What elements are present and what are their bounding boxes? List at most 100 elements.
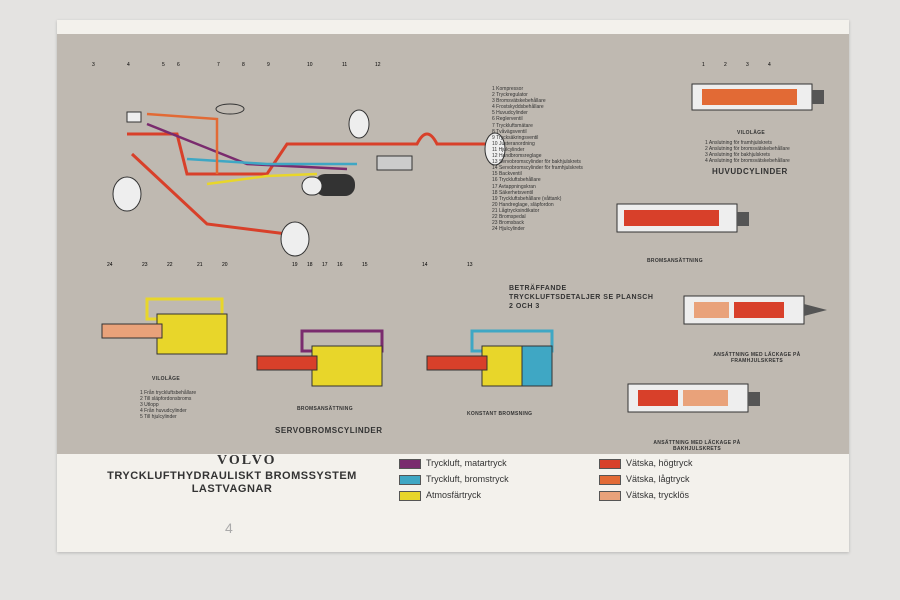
component-list-item: 4 Frostskyddsbehållare bbox=[492, 104, 544, 111]
brake-system-schematic bbox=[112, 103, 506, 257]
component-list-item: 24 Hjulcylinder bbox=[492, 226, 525, 233]
component-list-item: 16 Tryckluftsbehållare bbox=[492, 177, 541, 184]
callout-number: 6 bbox=[177, 62, 180, 68]
title-line-1: TRYCKLUFTHYDRAULISKT BROMSSYSTEM bbox=[107, 470, 357, 482]
pneumatic-note: BETRÄFFANDE TRYCKLUFTSDETALJER SE PLANSC… bbox=[509, 285, 654, 310]
legend-swatch bbox=[399, 458, 421, 469]
callout-number: 18 bbox=[307, 262, 313, 268]
callout-number: 19 bbox=[292, 262, 298, 268]
legend-swatch bbox=[399, 474, 421, 485]
component-list-item: 10 Justeranordning bbox=[492, 140, 535, 147]
legend-swatch bbox=[599, 490, 621, 501]
leak-front-caption: ANSÄTTNING MED LÄCKAGE PÅ FRAMHJULSKRETS bbox=[713, 352, 801, 364]
legend-item: Vätska, lågtryck bbox=[599, 474, 693, 490]
callout-number: 8 bbox=[242, 62, 245, 68]
port-list-item: 2 Anslutning för bromsvätskebehållare bbox=[705, 146, 790, 153]
port-list-item: 4 Anslutning för bromsvätskebehållare bbox=[705, 158, 790, 165]
legend-item: Atmosfärtryck bbox=[399, 490, 509, 506]
bromsansattning-drawing bbox=[616, 203, 749, 233]
servo-list-item: 4 Från huvudcylinder bbox=[140, 408, 187, 415]
callout-number: 9 bbox=[267, 62, 270, 68]
title-line-2: LASTVAGNAR bbox=[191, 483, 273, 495]
callout-number: 14 bbox=[422, 262, 428, 268]
port-number: 2 bbox=[724, 62, 727, 68]
callout-number: 7 bbox=[217, 62, 220, 68]
callout-number: 22 bbox=[167, 262, 173, 268]
component-list-item: 18 Säkerhetsventil bbox=[492, 189, 534, 196]
leak-rear-caption: ANSÄTTNING MED LÄCKAGE PÅ BAKHJULSKRETS bbox=[653, 440, 741, 452]
legend-label: Vätska, lågtryck bbox=[626, 474, 690, 484]
callout-number: 13 bbox=[467, 262, 473, 268]
component-list-item: 2 Tryckregulator bbox=[492, 92, 528, 99]
servo-vilolage-drawing bbox=[101, 297, 228, 355]
legend-swatch bbox=[399, 490, 421, 501]
legend-item: Vätska, trycklös bbox=[599, 490, 693, 506]
component-list-item: 9 Trycksäkringsventil bbox=[492, 134, 539, 141]
huvudcylinder-vilolage-drawing bbox=[691, 83, 824, 111]
volvo-logo: VOLVO bbox=[217, 453, 277, 468]
component-list-item: 5 Huvudcylinder bbox=[492, 110, 528, 117]
port-list-item: 3 Anslutning för bakhjulskrets bbox=[705, 152, 771, 159]
callout-number: 15 bbox=[362, 262, 368, 268]
component-list-item: 22 Bromspedal bbox=[492, 213, 526, 220]
port-number: 1 bbox=[702, 62, 705, 68]
callout-number: 12 bbox=[375, 62, 381, 68]
servo-list-item: 5 Till hjulcylinder bbox=[140, 414, 177, 421]
legend-label: Vätska, trycklös bbox=[626, 490, 690, 500]
servo-list-item: 3 Utlopp bbox=[140, 402, 159, 409]
servo-bromsansattning-caption: BROMSANSÄTTNING bbox=[297, 406, 353, 412]
konstant-bromsning-drawing bbox=[426, 329, 554, 387]
callout-number: 20 bbox=[222, 262, 228, 268]
component-list-item: 23 Bromsback bbox=[492, 220, 524, 227]
legend-label: Vätska, högtryck bbox=[626, 458, 693, 468]
component-list-item: 8 Tvåvägsventil bbox=[492, 128, 527, 135]
callout-number: 17 bbox=[322, 262, 328, 268]
component-list-item: 1 Kompressor bbox=[492, 86, 524, 92]
component-list-item: 14 Servobromscylinder för framhjulskrets bbox=[492, 165, 583, 172]
component-list-item: 3 Bromsvätskebehållare bbox=[492, 98, 546, 105]
leak-front-drawing bbox=[683, 295, 827, 325]
callout-number: 23 bbox=[142, 262, 148, 268]
component-list-item: 21 Lågtrycksindikator bbox=[492, 207, 540, 214]
port-list-item: 1 Anslutning för framhjulskrets bbox=[705, 140, 772, 146]
legend-item: Tryckluft, matartryck bbox=[399, 458, 509, 474]
servo-list-item: 1 Från tryckluftsbehållare bbox=[140, 390, 197, 396]
legend-label: Tryckluft, bromstryck bbox=[426, 474, 509, 484]
component-list-item: 20 Handreglage, släpfordon bbox=[492, 201, 554, 208]
legend-item: Vätska, högtryck bbox=[599, 458, 693, 474]
component-list-item: 7 Tryckluftsmätare bbox=[492, 122, 533, 129]
legend-swatch bbox=[599, 458, 621, 469]
legend-swatch bbox=[599, 474, 621, 485]
servo-list-item: 2 Till släpfordonsbroms bbox=[140, 396, 192, 403]
huvudcylinder-title: HUVUDCYLINDER bbox=[712, 167, 788, 176]
plate-number: 4 bbox=[225, 520, 233, 536]
callout-number: 21 bbox=[197, 262, 203, 268]
component-list-item: 6 Reglerventil bbox=[492, 116, 523, 123]
port-number: 4 bbox=[768, 62, 771, 68]
component-list-item: 19 Tryckluftsbehållare (våttank) bbox=[492, 195, 562, 202]
callout-number: 16 bbox=[337, 262, 343, 268]
servo-vilolage-caption: VILOLÄGE bbox=[152, 376, 180, 382]
legend-item: Tryckluft, bromstryck bbox=[399, 474, 509, 490]
callout-number: 11 bbox=[342, 62, 348, 68]
component-list-item: 15 Backventil bbox=[492, 171, 522, 178]
callout-number: 10 bbox=[307, 62, 313, 68]
vilolage-caption: VILOLÄGE bbox=[737, 130, 765, 136]
callout-number: 4 bbox=[127, 62, 130, 68]
callout-number: 24 bbox=[107, 262, 113, 268]
callout-number: 5 bbox=[162, 62, 165, 68]
legend-label: Tryckluft, matartryck bbox=[426, 458, 507, 468]
component-list-item: 17 Avtappningskran bbox=[492, 183, 536, 190]
bromsansattning-caption: BROMSANSÄTTNING bbox=[647, 258, 703, 264]
component-list-item: 12 Handbromsreglage bbox=[492, 153, 542, 160]
component-list-item: 13 Servobromscylinder för bakhjulskrets bbox=[492, 159, 581, 166]
servo-title: SERVOBROMSCYLINDER bbox=[275, 426, 383, 435]
legend-label: Atmosfärtryck bbox=[426, 490, 482, 500]
leak-rear-drawing bbox=[627, 383, 760, 413]
